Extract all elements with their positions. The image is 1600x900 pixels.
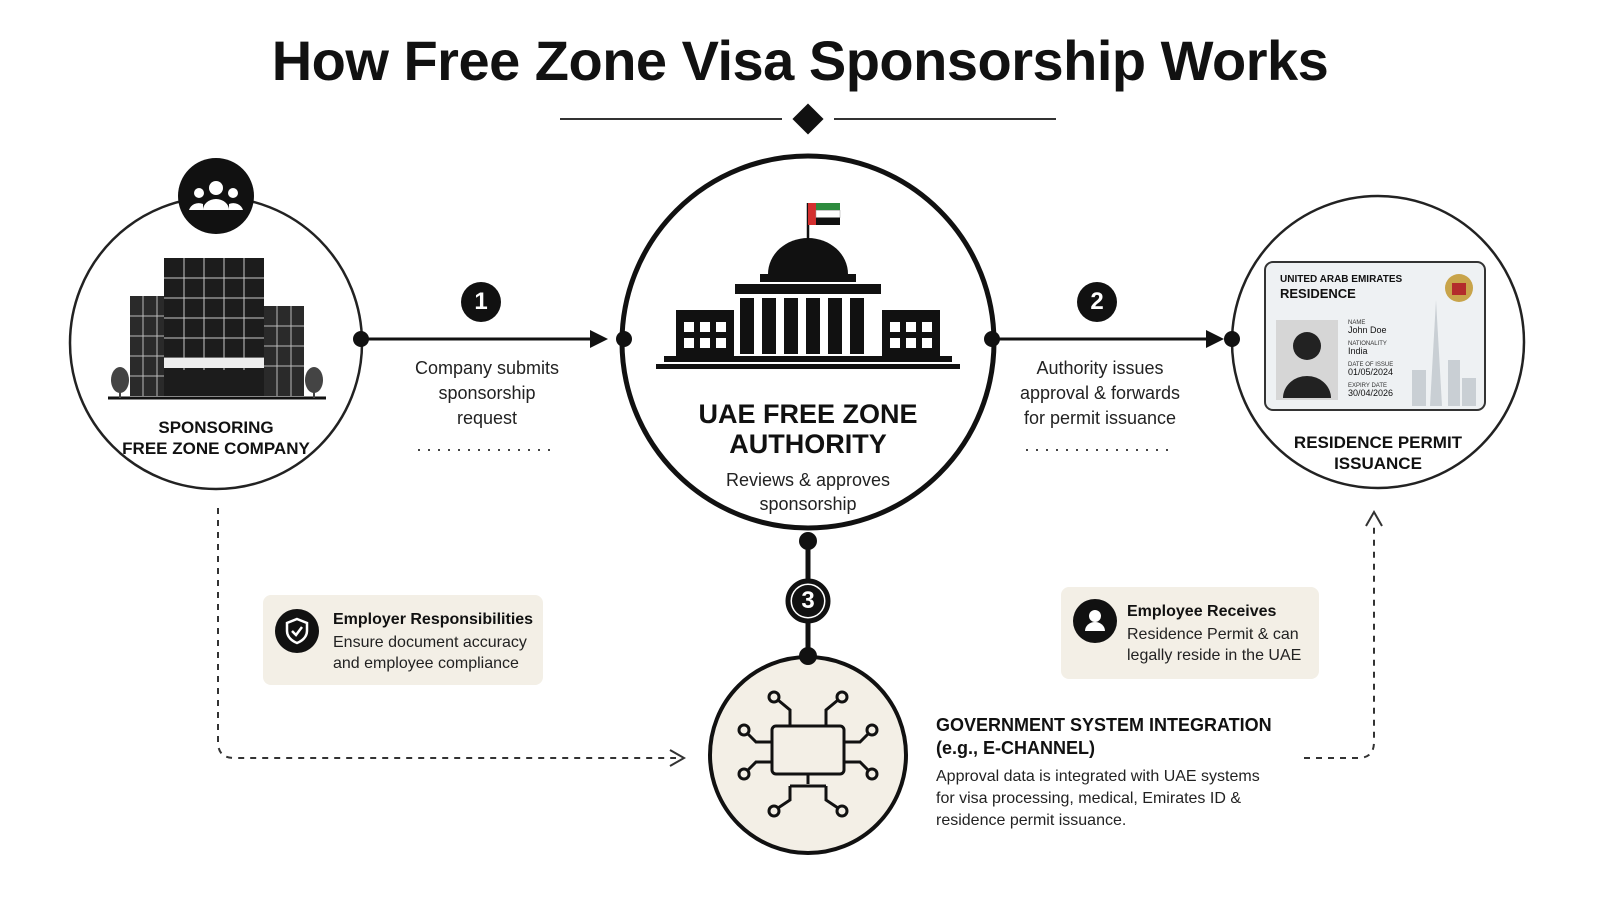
residence-card-icon (1264, 261, 1486, 411)
card-doc-type: RESIDENCE (1280, 286, 1356, 301)
authority-title-line-2: AUTHORITY (729, 429, 887, 459)
step-1-badge (461, 282, 501, 322)
card-name-label: NAME (1348, 320, 1365, 326)
employee-box-line-2: legally reside in the UAE (1127, 647, 1302, 664)
page-title: How Free Zone Visa Sponsorship Works (271, 29, 1329, 92)
government-title: GOVERNMENT SYSTEM INTEGRATION (e.g., E-C… (936, 714, 1296, 760)
company-label-line-2: FREE ZONE COMPANY (122, 439, 310, 458)
arrow-step-1 (353, 330, 632, 348)
step-1-text: Company submits sponsorship request (377, 356, 597, 431)
government-body-line-1: Approval data is integrated with UAE sys… (936, 768, 1260, 785)
government-body-line-2: for visa processing, medical, Emirates I… (936, 790, 1241, 807)
government-title-line-1: GOVERNMENT SYSTEM INTEGRATION (936, 715, 1272, 735)
card-nationality-label: NATIONALITY (1348, 341, 1387, 347)
step-2-line-3: for permit issuance (1023, 408, 1177, 428)
company-node (68, 158, 364, 491)
card-expiry-date: 30/04/2026 (1348, 388, 1393, 398)
step-1-line-2: sponsorship (438, 383, 536, 403)
card-country: UNITED ARAB EMIRATES (1280, 274, 1403, 285)
government-body-line-3: residence permit issuance. (936, 812, 1127, 829)
company-label: SPONSORING FREE ZONE COMPANY (96, 417, 336, 459)
step-1-number: 1 (474, 288, 488, 315)
company-label-line-1: SPONSORING (158, 418, 274, 437)
authority-title: UAE FREE ZONE AUTHORITY (650, 399, 966, 459)
employer-box-title: Employer Responsibilities (333, 611, 534, 628)
government-title-line-2: (e.g., E-CHANNEL) (936, 738, 1095, 758)
authority-title-line-1: UAE FREE ZONE (698, 399, 918, 429)
step-2-text: Authority issues approval & forwards for… (984, 356, 1216, 431)
step-1-line-1: Company submits (414, 358, 560, 378)
employer-box-body: Ensure document accuracy and employee co… (333, 632, 538, 674)
government-building-icon (656, 203, 960, 369)
title-divider (560, 103, 1056, 135)
card-expiry-label: EXPIRY DATE (1348, 383, 1387, 389)
government-system-node (708, 655, 908, 855)
employer-box-line-2: and employee compliance (333, 655, 519, 672)
card-nationality: India (1348, 346, 1368, 356)
office-building-icon (108, 258, 326, 400)
step-3-number: 3 (801, 587, 815, 614)
step-2-line-1: Authority issues (1036, 358, 1164, 378)
authority-subtitle: Reviews & approves sponsorship (650, 468, 966, 516)
permit-node: UNITED ARAB EMIRATES RESIDENCE NAME John… (1230, 194, 1526, 490)
step-2-line-2: approval & forwards (1019, 383, 1181, 403)
employee-box-title: Employee Receives (1127, 603, 1277, 620)
step-2-badge (1077, 282, 1117, 322)
permit-label: RESIDENCE PERMIT ISSUANCE (1258, 432, 1498, 474)
employer-box-line-1: Ensure document accuracy (333, 634, 527, 651)
step-1-line-3: request (456, 408, 518, 428)
card-issue-label: DATE OF ISSUE (1348, 362, 1393, 368)
authority-node (619, 153, 997, 531)
employee-receives-box: Employee Receives Residence Permit & can… (1061, 587, 1319, 679)
arrow-step-2 (984, 330, 1240, 348)
shield-check-icon (275, 609, 319, 653)
user-icon (1073, 599, 1117, 643)
card-issue-date: 01/05/2024 (1348, 367, 1393, 377)
employee-box-body: Residence Permit & can legally reside in… (1127, 624, 1317, 666)
employee-box-line-1: Residence Permit & can (1127, 626, 1299, 643)
permit-label-line-2: ISSUANCE (1334, 454, 1422, 473)
employer-responsibilities-box: Employer Responsibilities Ensure documen… (263, 595, 543, 685)
authority-subtitle-line-1: Reviews & approves (725, 470, 891, 490)
computer-network-icon (737, 690, 879, 818)
permit-label-line-1: RESIDENCE PERMIT (1293, 433, 1463, 452)
card-name: John Doe (1348, 325, 1387, 335)
government-body: Approval data is integrated with UAE sys… (936, 766, 1316, 832)
users-icon (178, 158, 254, 234)
step-2-number: 2 (1090, 288, 1104, 315)
authority-subtitle-line-2: sponsorship (759, 494, 857, 514)
